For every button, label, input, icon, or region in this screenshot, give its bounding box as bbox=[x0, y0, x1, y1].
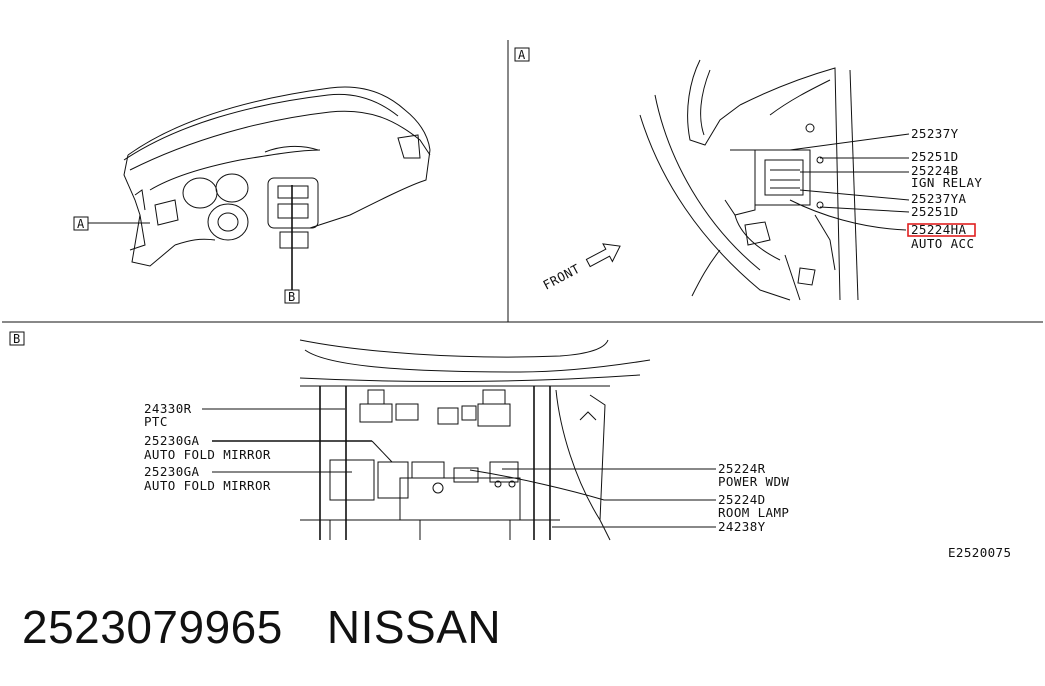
label-a3-desc: IGN RELAY bbox=[911, 175, 982, 190]
label-b5-code: 25224D bbox=[718, 492, 766, 507]
steering-wheel bbox=[207, 203, 249, 241]
label-b3-code: 25230GA bbox=[144, 464, 200, 479]
footer: 2523079965 NISSAN bbox=[22, 600, 545, 654]
brand-name: NISSAN bbox=[326, 601, 502, 653]
callout-a-label: A bbox=[77, 217, 85, 231]
label-a1-code: 25237Y bbox=[911, 126, 959, 141]
front-label: FRONT bbox=[540, 261, 582, 293]
label-b6-code: 24238Y bbox=[718, 519, 766, 534]
label-b3-desc: AUTO FOLD MIRROR bbox=[144, 478, 271, 493]
label-a2-code: 25251D bbox=[911, 149, 959, 164]
label-b5-desc: ROOM LAMP bbox=[718, 505, 789, 520]
dashboard-illustration bbox=[123, 86, 431, 267]
fuse-block-illustration bbox=[639, 59, 859, 301]
label-a5-code: 25251D bbox=[911, 204, 959, 219]
callout-b-label: B bbox=[288, 290, 295, 304]
label-b4-desc: POWER WDW bbox=[718, 474, 789, 489]
detail-a-labels: 25237Y 25251D 25224B IGN RELAY 25237YA 2… bbox=[789, 126, 982, 251]
label-a6-code: 25224HA bbox=[911, 222, 967, 237]
center-console bbox=[267, 177, 319, 229]
label-b4-code: 25224R bbox=[718, 461, 766, 476]
highlight-box bbox=[907, 223, 976, 237]
label-a6-desc: AUTO ACC bbox=[911, 236, 974, 251]
front-arrow-icon bbox=[585, 243, 621, 268]
junction-block-illustration bbox=[299, 339, 651, 541]
detail-a-letter: A bbox=[518, 48, 526, 62]
label-b2-code: 25230GA bbox=[144, 433, 200, 448]
detail-b-letter: B bbox=[13, 332, 20, 346]
label-a3-code: 25224B bbox=[911, 163, 959, 178]
diagram-id: E2520075 bbox=[948, 545, 1011, 560]
detail-a-letter-box bbox=[514, 47, 530, 62]
parts-diagram: A B A FRONT 25237Y 25251D bbox=[2, 40, 1043, 560]
front-arrow: FRONT bbox=[540, 243, 621, 293]
label-a4-code: 25237YA bbox=[911, 191, 967, 206]
label-b2-desc: AUTO FOLD MIRROR bbox=[144, 447, 271, 462]
label-b1-desc: PTC bbox=[144, 414, 168, 429]
part-number: 2523079965 bbox=[22, 601, 283, 653]
detail-b-letter-box bbox=[9, 331, 25, 346]
label-b1-code: 24330R bbox=[144, 401, 192, 416]
detail-b-labels: 24330R PTC 25230GA AUTO FOLD MIRROR 2523… bbox=[144, 401, 789, 534]
